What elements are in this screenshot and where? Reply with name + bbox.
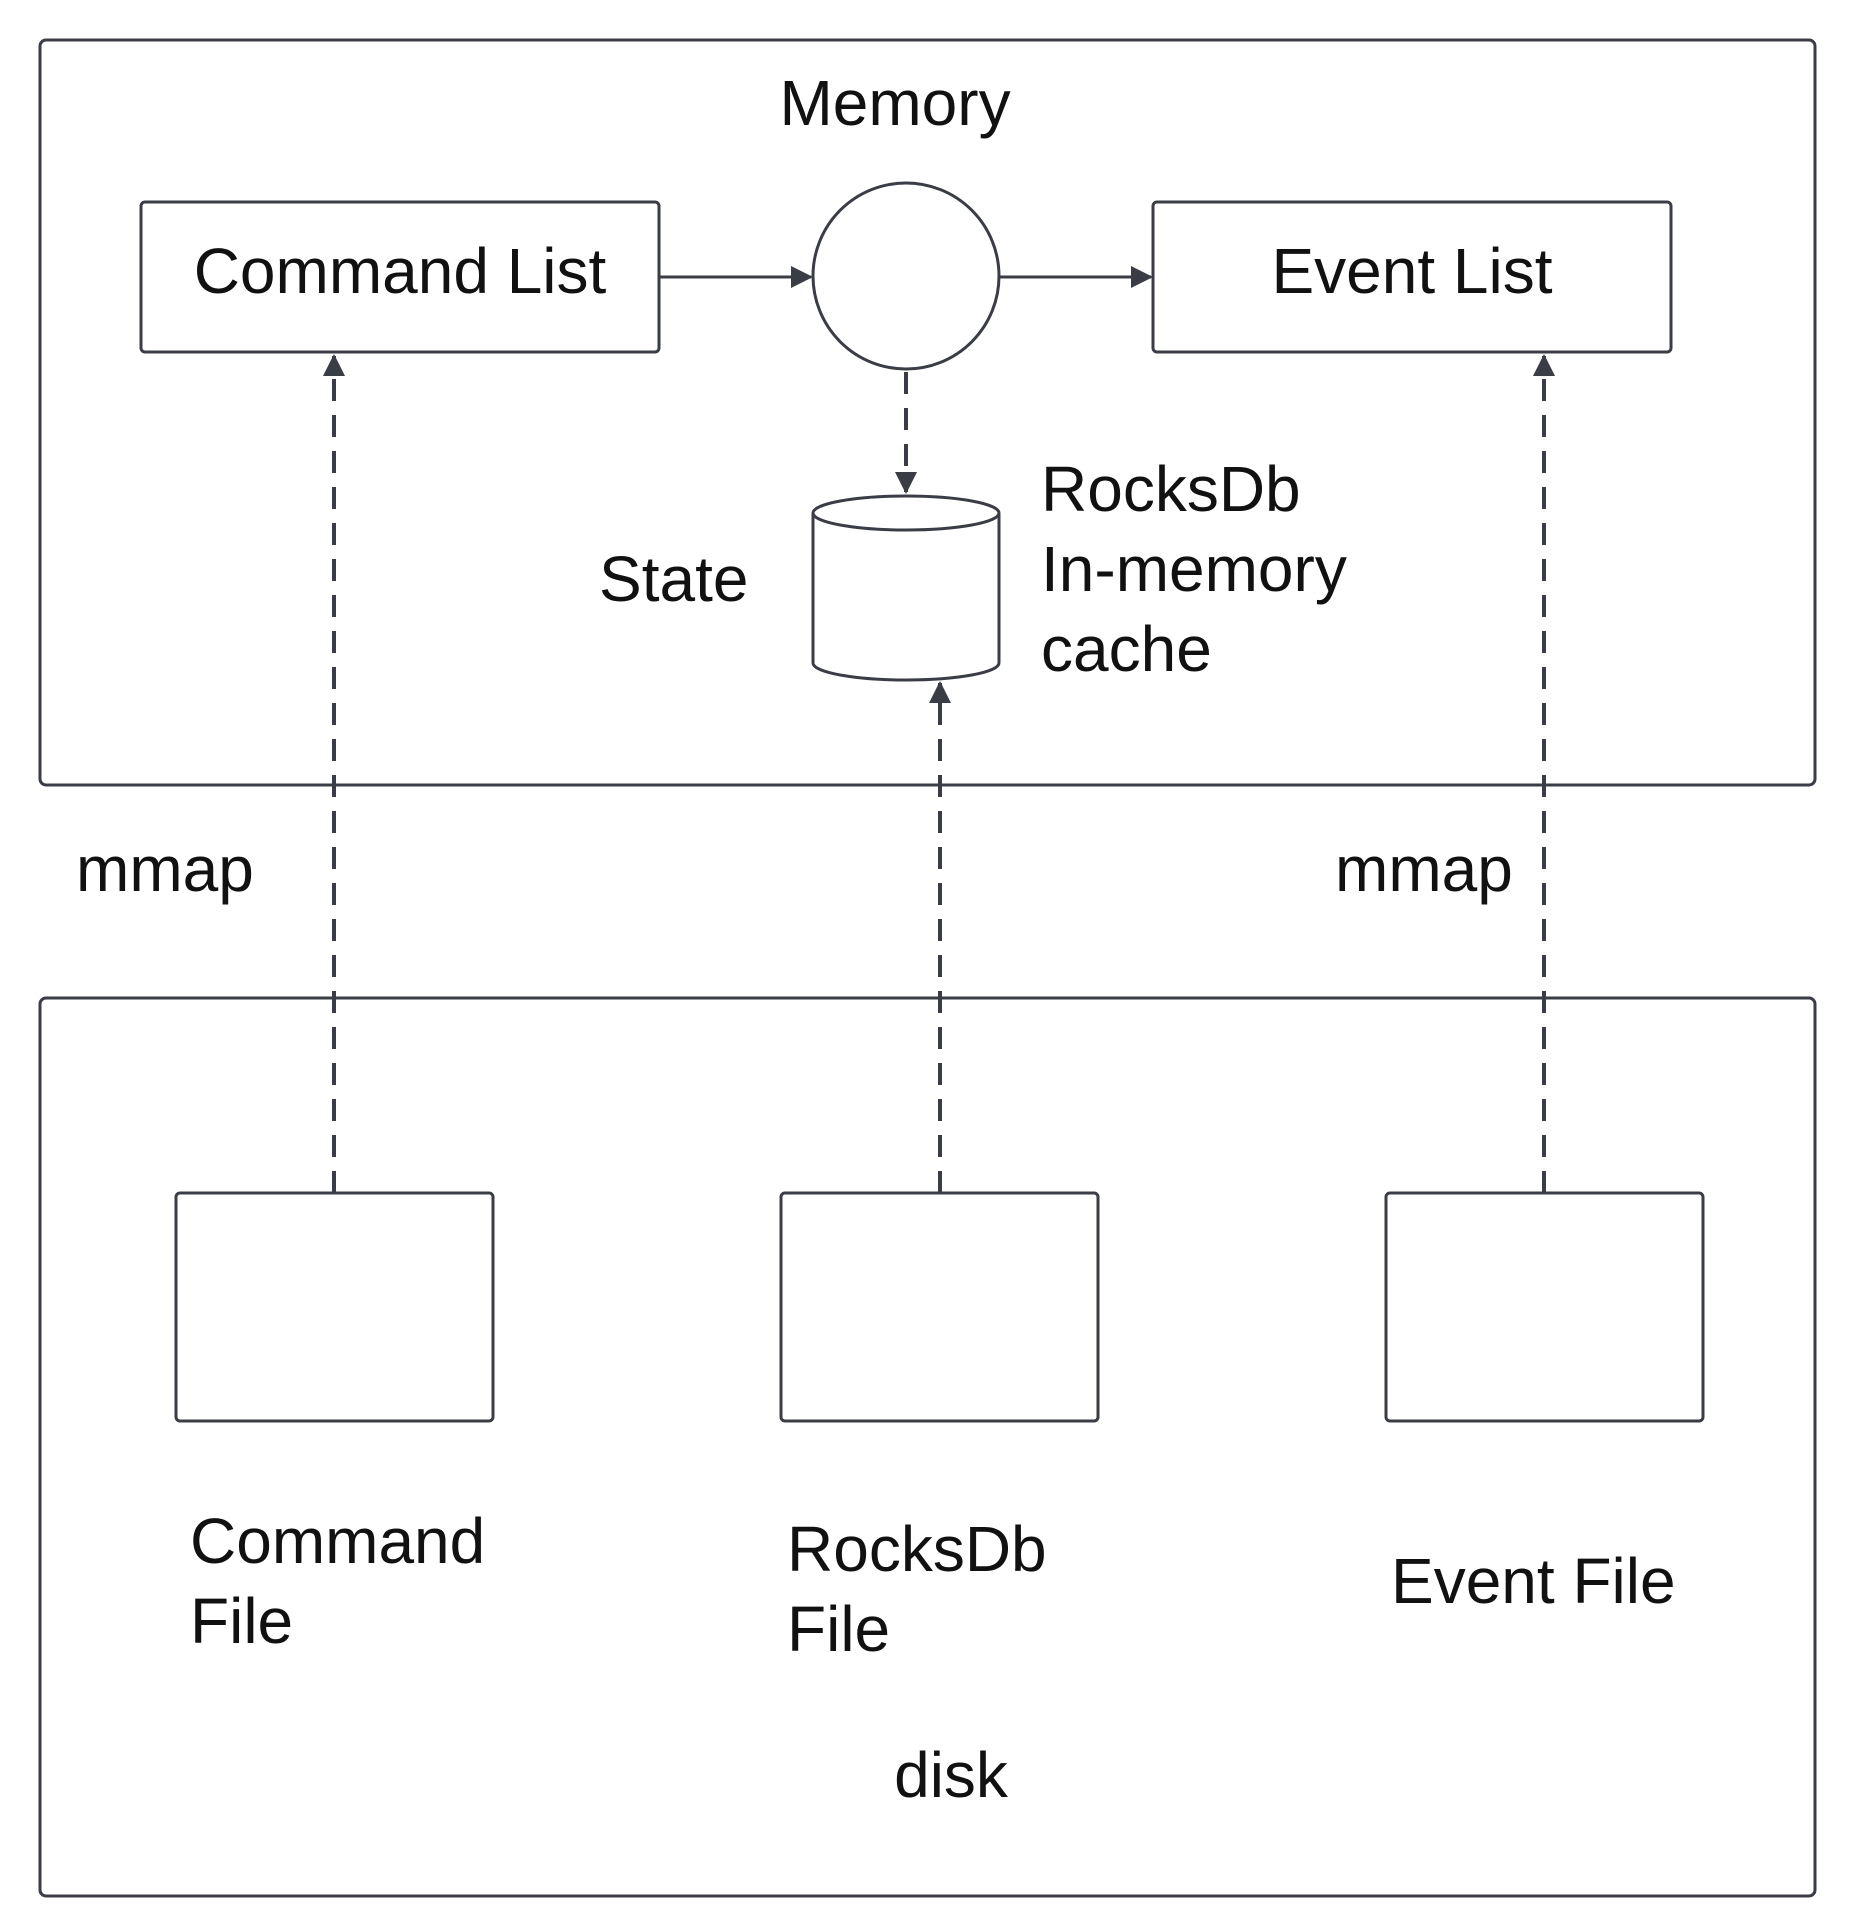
command-list-label: Command List: [193, 235, 607, 307]
processor-node: [811, 181, 1001, 371]
rocksdb-file-label-line2: File: [787, 1593, 891, 1665]
disk-container: [38, 996, 1817, 1898]
memory-title: Memory: [779, 67, 1011, 139]
rocksdb-cache-label-line1: RocksDb: [1041, 453, 1301, 525]
disk-title: disk: [894, 1739, 1008, 1811]
mmap-label-left: mmap: [76, 833, 254, 905]
rocksdb-file-box: [779, 1191, 1100, 1423]
rocksdb-cache-label-line3: cache: [1041, 613, 1212, 685]
event-file-box: [1384, 1191, 1705, 1423]
rocksdb-cache-label-line2: In-memory: [1041, 533, 1347, 605]
rocksdb-file-label-line1: RocksDb: [787, 1513, 1047, 1585]
command-file-label-line2: File: [190, 1585, 294, 1657]
command-file-label-line1: Command: [190, 1505, 486, 1577]
mmap-label-right: mmap: [1335, 833, 1513, 905]
state-cache-cylinder: [811, 494, 1001, 682]
event-file-label: Event File: [1391, 1545, 1676, 1617]
event-list-label: Event List: [1271, 235, 1553, 307]
memory-container: [38, 38, 1817, 787]
state-label: State: [599, 543, 749, 615]
command-file-box: [174, 1191, 495, 1423]
event-list-box: [1151, 200, 1673, 354]
